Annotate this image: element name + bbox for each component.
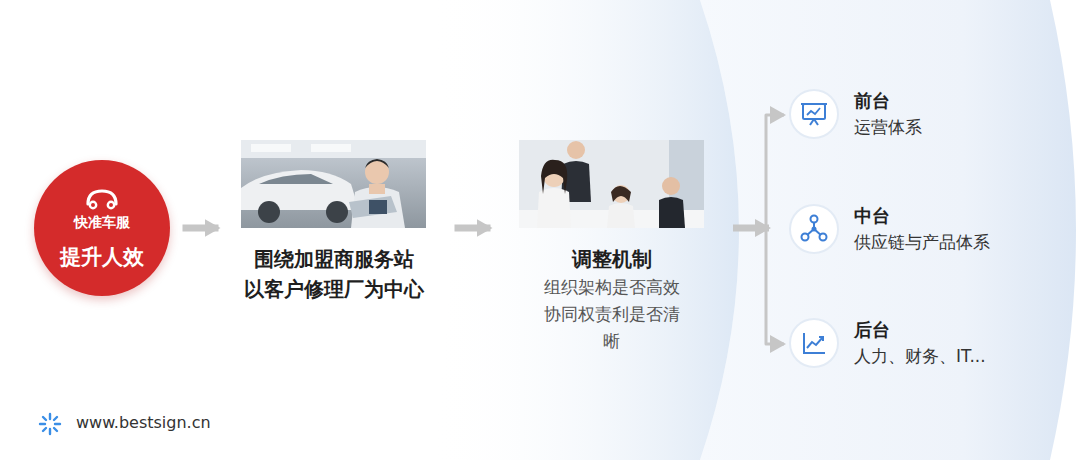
step-title: 调整机制 (509, 244, 714, 274)
board-icon (788, 88, 840, 140)
system-desc: 运营体系 (854, 114, 922, 140)
flow-arrow (183, 225, 219, 232)
goal-text: 提升人效 (34, 244, 170, 270)
system-title: 中台 (854, 203, 990, 229)
system-item: 后台人力、财务、IT... (788, 317, 986, 371)
brand-name: 快准车服 (34, 213, 170, 231)
step-body: 组织架构是否高效 协同权责利是否清晰 (537, 274, 687, 355)
system-desc: 人力、财务、IT... (854, 343, 986, 369)
net-icon (788, 203, 840, 255)
step-card: 调整机制组织架构是否高效 协同权责利是否清晰 (509, 140, 714, 355)
flow-arrow (744, 115, 784, 228)
car-logo (84, 188, 120, 210)
system-title: 后台 (854, 317, 986, 343)
mechanic-photo (241, 140, 426, 228)
system-item: 中台供应链与产品体系 (788, 203, 990, 257)
flow-arrow (455, 225, 491, 232)
flow-arrow (744, 228, 784, 344)
goal-circle: 快准车服提升人效 (34, 160, 170, 296)
website-label: www.bestsign.cn (76, 412, 211, 434)
step-text: 围绕加盟商服务站 以客户修理厂为中心 (242, 244, 425, 304)
meeting-photo (519, 140, 704, 228)
brand-spark-icon (38, 412, 62, 436)
system-item: 前台运营体系 (788, 88, 922, 142)
step-card: 围绕加盟商服务站 以客户修理厂为中心 (231, 140, 436, 304)
chart-icon (788, 317, 840, 369)
system-desc: 供应链与产品体系 (854, 229, 990, 255)
system-title: 前台 (854, 88, 922, 114)
